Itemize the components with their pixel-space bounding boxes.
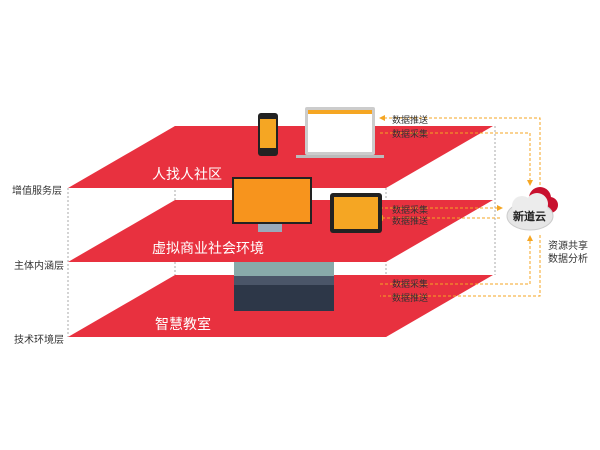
- layer-label-tech: 技术环境层: [14, 335, 64, 346]
- phone-device: [258, 113, 278, 156]
- flow-arrows: [377, 115, 541, 297]
- flow-collect-bottom: 数据采集: [392, 280, 429, 290]
- classroom-photo: [234, 262, 334, 311]
- layer-label-value-added: 增值服务层: [12, 186, 62, 197]
- layer-top: [68, 126, 493, 188]
- layer-title-virtual-business: 虚拟商业社会环境: [152, 241, 264, 257]
- monitor-device: [232, 177, 312, 232]
- layer-title-smart-classroom: 智慧教室: [155, 317, 211, 333]
- flow-push-mid: 数据推送: [392, 217, 429, 227]
- cloud-name: 新道云: [513, 210, 546, 223]
- tablet-device: [330, 193, 382, 233]
- flow-push-bottom: 数据推送: [392, 294, 429, 304]
- flow-push-top: 数据推送: [392, 116, 429, 126]
- flow-collect-mid: 数据采集: [392, 206, 429, 216]
- flow-collect-top: 数据采集: [392, 130, 429, 140]
- cloud-icon: [506, 187, 558, 231]
- layer-label-core: 主体内涵层: [14, 261, 64, 272]
- cloud-caption-2: 数据分析: [548, 254, 588, 265]
- layer-title-community: 人找人社区: [152, 167, 222, 183]
- cloud-caption-1: 资源共享: [548, 241, 588, 252]
- laptop-device: [296, 107, 384, 158]
